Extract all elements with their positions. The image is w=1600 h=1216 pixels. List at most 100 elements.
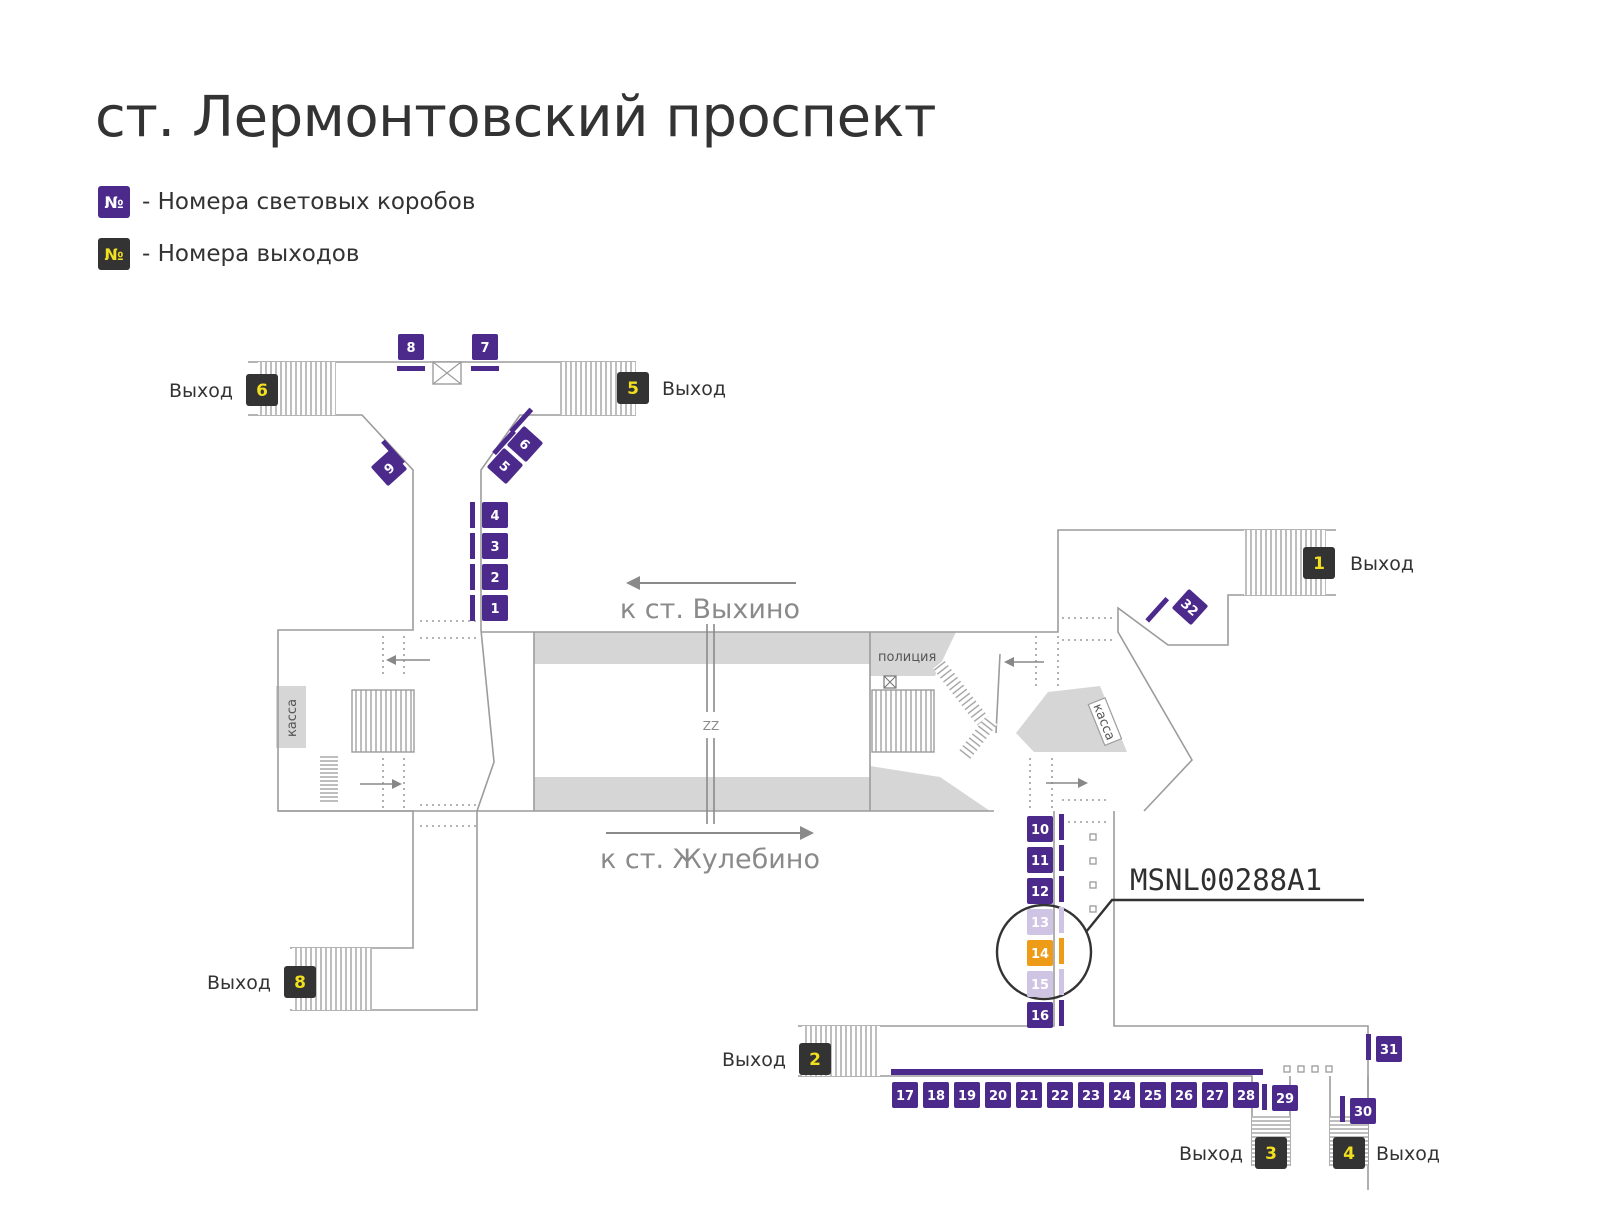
legend-chip-box: № <box>98 186 130 218</box>
light-box-bar <box>470 533 475 559</box>
legend-exits: № - Номера выходов <box>98 238 359 270</box>
light-box-chip: 10 <box>1027 816 1053 842</box>
light-box-bar <box>1059 969 1064 995</box>
exit-label: Выход <box>722 1049 786 1071</box>
light-box-chip: 24 <box>1109 1082 1135 1108</box>
light-box-8: 8 <box>397 334 425 371</box>
light-box-21: 21 <box>1016 1082 1042 1108</box>
light-box-chip: 2 <box>482 564 508 590</box>
light-box-25: 25 <box>1140 1082 1166 1108</box>
light-box-chip: 7 <box>472 334 498 360</box>
light-box-bar <box>470 595 475 621</box>
light-box-19: 19 <box>954 1082 980 1108</box>
exit-number: 4 <box>1343 1144 1355 1164</box>
light-box-chip: 15 <box>1027 971 1053 997</box>
light-box-bar <box>381 439 405 466</box>
light-box-number: 3 <box>490 540 499 555</box>
light-box-5: 5 <box>487 429 523 484</box>
platform-group <box>276 632 1127 811</box>
light-box-bar <box>471 366 499 371</box>
light-box-30: 30 <box>1340 1096 1376 1124</box>
light-box-number: 23 <box>1082 1089 1100 1104</box>
exit-label: Выход <box>1179 1143 1243 1165</box>
arrow-left-icon <box>626 576 796 590</box>
light-box-number: 13 <box>1031 916 1049 931</box>
light-box-28: 28 <box>1233 1082 1259 1108</box>
light-box-1: 1 <box>470 595 508 621</box>
light-box-17: 17 <box>892 1082 918 1108</box>
flow-arrows: ZZ <box>360 576 1088 840</box>
direction-top: к ст. Выхино <box>620 594 800 625</box>
highlight-code: MSNL00288A1 <box>1130 863 1322 897</box>
exit-number: 6 <box>256 381 268 401</box>
light-box-chip: 12 <box>1027 878 1053 904</box>
light-box-chip: 11 <box>1027 847 1053 873</box>
light-box-27: 27 <box>1202 1082 1228 1108</box>
light-box-32: 32 <box>1145 589 1208 625</box>
light-box-20: 20 <box>985 1082 1011 1108</box>
light-box-chip: 28 <box>1233 1082 1259 1108</box>
light-box-chip: 1 <box>482 595 508 621</box>
light-box-23: 23 <box>1078 1082 1104 1108</box>
arrow-right-icon <box>1046 778 1088 788</box>
light-box-bar <box>470 502 475 528</box>
light-box-chip: 16 <box>1027 1002 1053 1028</box>
exit-number: 5 <box>627 379 639 399</box>
legend-chip-exit: № <box>98 238 130 270</box>
escalator-icon <box>351 689 415 753</box>
light-box-bar <box>1059 938 1064 964</box>
light-box-number: 26 <box>1175 1089 1193 1104</box>
elevator-group <box>432 361 1333 1073</box>
bollards <box>1089 833 1333 1073</box>
exit-chip <box>1255 1137 1287 1169</box>
light-box-6: 6 <box>507 407 543 462</box>
arrow-left-icon <box>386 655 430 665</box>
exit-number: 3 <box>1265 1144 1277 1164</box>
callout-line <box>1085 898 1364 933</box>
exit-number: 1 <box>1313 554 1325 574</box>
exit-chip <box>1303 547 1335 579</box>
light-box-chip: 31 <box>1376 1036 1402 1062</box>
light-box-number: 20 <box>989 1089 1007 1104</box>
highlight-circle <box>995 903 1093 1001</box>
light-box-number: 10 <box>1031 823 1049 838</box>
light-box-number: 18 <box>927 1089 945 1104</box>
light-box-12: 12 <box>1027 876 1064 904</box>
light-box-chip: 29 <box>1272 1085 1298 1111</box>
light-box-number: 7 <box>480 341 489 356</box>
light-box-24: 24 <box>1109 1082 1135 1108</box>
light-box-26: 26 <box>1171 1082 1197 1108</box>
legend-text-exit: - Номера выходов <box>142 241 360 267</box>
exit-label: Выход <box>207 972 271 994</box>
light-box-chip: 8 <box>398 334 424 360</box>
exit-3: 3 Выход <box>1179 1137 1287 1169</box>
light-box-number: 27 <box>1206 1089 1224 1104</box>
light-box-10: 10 <box>1027 814 1064 842</box>
exit-8: 8 Выход <box>207 966 316 998</box>
exit-label: Выход <box>662 378 726 400</box>
light-box-chip: 5 <box>487 448 523 484</box>
light-box-chip: 25 <box>1140 1082 1166 1108</box>
exit-chip <box>284 966 316 998</box>
stairs-icon <box>320 756 338 804</box>
light-box-chip: 23 <box>1078 1082 1104 1108</box>
light-box-chip: 6 <box>507 426 543 462</box>
light-box-31: 31 <box>1366 1034 1402 1062</box>
light-box-bar <box>1145 596 1170 623</box>
light-box-chip: 22 <box>1047 1082 1073 1108</box>
light-box-bar <box>397 366 425 371</box>
light-box-13: 13 <box>1027 907 1064 935</box>
exit-number: 8 <box>294 973 306 993</box>
light-box-number: 8 <box>406 341 415 356</box>
exit-5: 5 Выход <box>617 372 726 404</box>
light-box-number: 25 <box>1144 1089 1162 1104</box>
light-box-chip: 20 <box>985 1082 1011 1108</box>
light-box-chip: 14 <box>1027 940 1053 966</box>
light-box-number: 15 <box>1031 978 1049 993</box>
escalator-icon <box>871 689 935 753</box>
light-box-number: 4 <box>490 509 499 524</box>
cashier-left-room <box>276 686 306 748</box>
legend-text-box: - Номера световых коробов <box>142 189 476 215</box>
